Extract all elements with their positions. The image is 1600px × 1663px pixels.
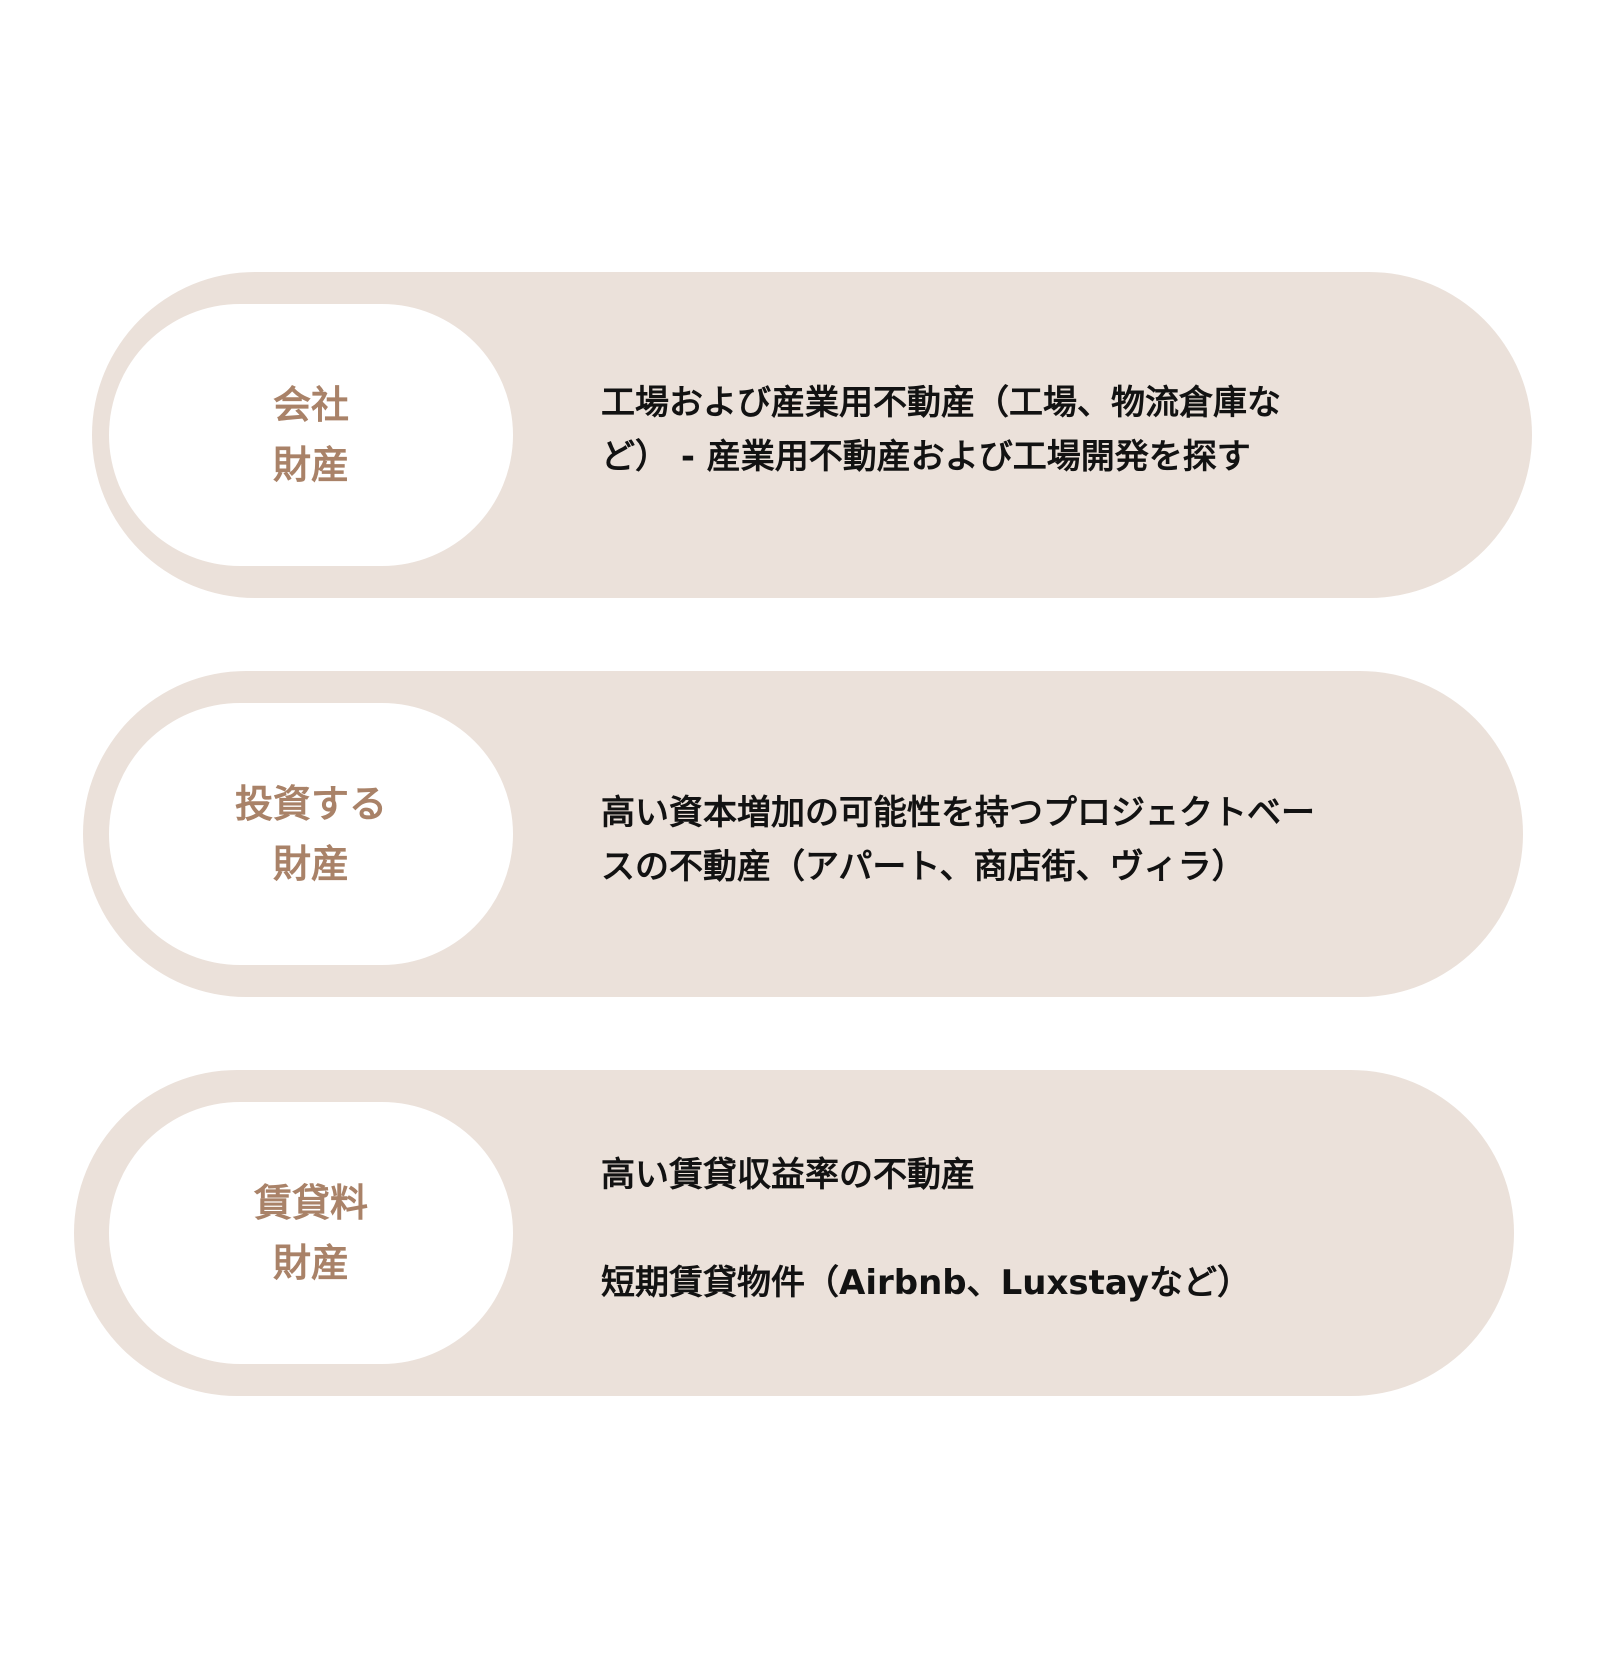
property-card-company: 会社 財産 工場および産業用不動産（工場、物流倉庫な ど） - 産業用不動産およ…: [92, 272, 1532, 598]
category-label-line: 賃貸料: [253, 1181, 368, 1225]
description-line: 高い資本増加の可能性を持つプロジェクトベー: [601, 793, 1315, 833]
card-description: 高い賃貸収益率の不動産 短期賃貸物件（Airbnb、Luxstayなど）: [601, 1148, 1481, 1310]
category-label-line: 投資する: [234, 782, 387, 826]
category-label-line: 会社: [272, 383, 349, 427]
category-label-line: 財産: [272, 443, 349, 487]
category-label-line: 財産: [272, 1241, 349, 1285]
description-line: ど） - 産業用不動産および工場開発を探す: [601, 437, 1251, 477]
description-line: スの不動産（アパート、商店街、ヴィラ）: [601, 847, 1246, 887]
property-card-investment: 投資する 財産 高い資本増加の可能性を持つプロジェクトベー スの不動産（アパート…: [83, 671, 1523, 997]
description-line: 工場および産業用不動産（工場、物流倉庫な: [601, 383, 1281, 423]
card-description: 高い資本増加の可能性を持つプロジェクトベー スの不動産（アパート、商店街、ヴィラ…: [601, 786, 1481, 894]
description-line: 高い賃貸収益率の不動産: [601, 1155, 975, 1195]
category-pill: 投資する 財産: [109, 703, 513, 965]
property-card-rental: 賃貸料 財産 高い賃貸収益率の不動産 短期賃貸物件（Airbnb、Luxstay…: [74, 1070, 1514, 1396]
category-pill: 会社 財産: [109, 304, 513, 566]
category-pill: 賃貸料 財産: [109, 1102, 513, 1364]
description-spacer: [601, 1202, 1481, 1256]
category-label-line: 財産: [272, 842, 349, 886]
description-line: 短期賃貸物件（Airbnb、Luxstayなど）: [601, 1263, 1251, 1303]
card-description: 工場および産業用不動産（工場、物流倉庫な ど） - 産業用不動産および工場開発を…: [601, 376, 1481, 484]
